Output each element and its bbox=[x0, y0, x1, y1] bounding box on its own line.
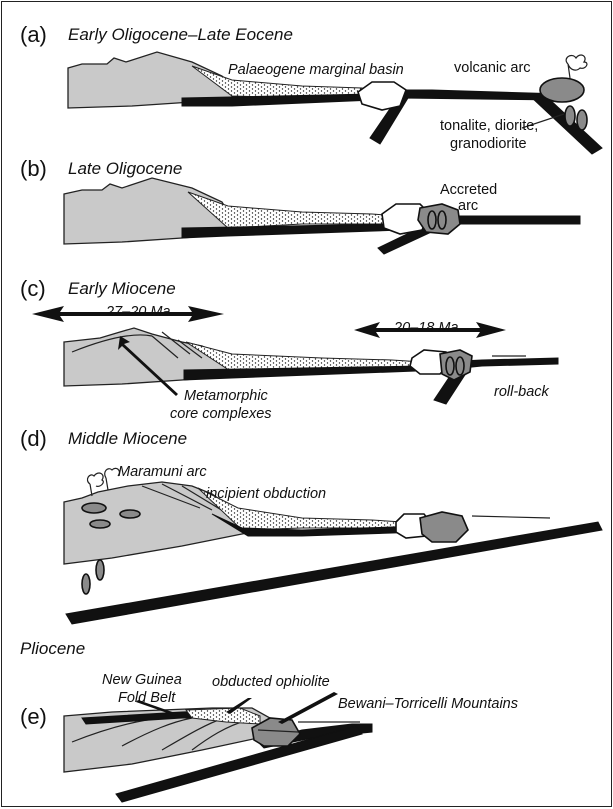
panel-b: (b) Late Oligocene Accreted arc bbox=[20, 156, 580, 254]
panel-a-title: Early Oligocene–Late Eocene bbox=[68, 25, 293, 44]
panel-c-letter: (c) bbox=[20, 276, 46, 301]
age-right-label: 20–18 Ma bbox=[393, 320, 459, 336]
intrusion-1-d bbox=[82, 503, 106, 513]
panel-e-letter: (e) bbox=[20, 704, 47, 729]
obduction-label: incipient obduction bbox=[206, 486, 326, 502]
panel-a: (a) Early Oligocene–Late Eocene Palaeoge… bbox=[20, 22, 602, 154]
intrusion-2-d bbox=[120, 510, 140, 518]
panel-d-letter: (d) bbox=[20, 426, 47, 451]
panel-a-letter: (a) bbox=[20, 22, 47, 47]
mcc-label-1: Metamorphic bbox=[184, 388, 269, 404]
pluton-1-c bbox=[446, 357, 454, 375]
panel-c: (c) Early Miocene 27–20 Ma 20–18 Ma Meta… bbox=[20, 276, 558, 422]
intrusions-label-2: granodiorite bbox=[450, 136, 527, 152]
ophiolite-a bbox=[358, 82, 406, 110]
bewani-leader bbox=[278, 692, 338, 724]
volcano-plume-a bbox=[566, 55, 587, 78]
panel-b-title: Late Oligocene bbox=[68, 159, 182, 178]
rollback-label: roll-back bbox=[494, 384, 550, 400]
panel-e-title: Pliocene bbox=[20, 639, 85, 658]
ophiolite-label: obducted ophiolite bbox=[212, 674, 330, 690]
mcc-label-2: core complexes bbox=[170, 406, 272, 422]
ngfb-label-1: New Guinea bbox=[102, 672, 182, 688]
upper-plate-line-d bbox=[472, 516, 550, 518]
intrusion-3-d bbox=[90, 520, 110, 528]
panel-c-title: Early Miocene bbox=[68, 279, 176, 298]
ngfb-label-2: Fold Belt bbox=[118, 690, 176, 706]
panel-d-title: Middle Miocene bbox=[68, 429, 187, 448]
pluton-2-b bbox=[438, 211, 446, 229]
panel-e: Pliocene (e) New Guinea Fold Belt obduct… bbox=[20, 639, 518, 802]
pluton-1-a bbox=[565, 106, 575, 126]
pluton-2-a bbox=[577, 110, 587, 130]
intrusions-label-1: tonalite, diorite, bbox=[440, 118, 538, 134]
accreted-label-2: arc bbox=[458, 198, 478, 214]
east-slab-a bbox=[530, 96, 602, 154]
panel-b-letter: (b) bbox=[20, 156, 47, 181]
age-left-label: 27–20 Ma bbox=[105, 304, 171, 320]
pluton-1-b bbox=[428, 211, 436, 229]
pluton-2-c bbox=[456, 357, 464, 375]
accreted-label-1: Accreted bbox=[440, 182, 497, 198]
rising-pluton-1-d bbox=[82, 574, 90, 594]
bewani-label: Bewani–Torricelli Mountains bbox=[338, 696, 518, 712]
maramuni-label: Maramuni arc bbox=[118, 464, 207, 480]
basin-label: Palaeogene marginal basin bbox=[228, 62, 404, 78]
rising-pluton-2-d bbox=[96, 560, 104, 580]
panel-d: (d) Middle Miocene Maramuni arc incipien… bbox=[20, 426, 602, 624]
volcanic-arc-body-a bbox=[540, 78, 584, 102]
arc-block-d bbox=[420, 512, 468, 542]
volcanic-arc-label: volcanic arc bbox=[454, 60, 531, 76]
